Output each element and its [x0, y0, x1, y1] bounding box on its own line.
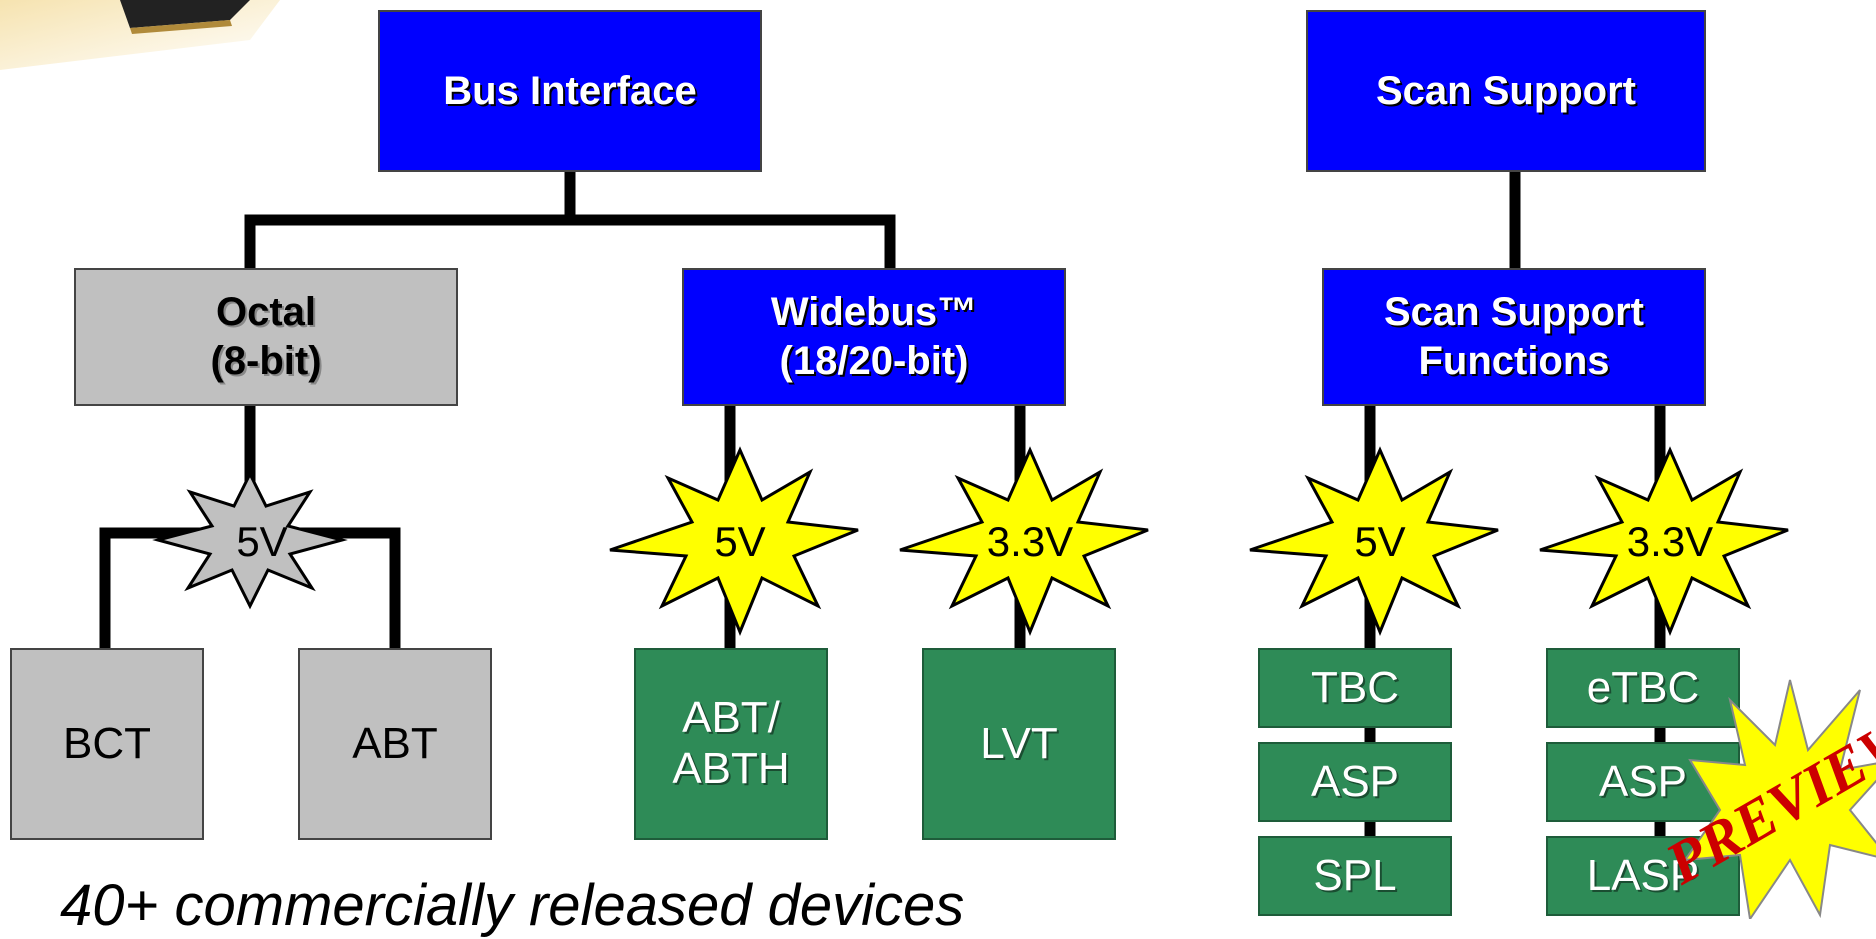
- scan-support-functions-box: Scan Support Functions: [1322, 268, 1706, 406]
- burst-widebus-5v: 5V: [609, 446, 859, 636]
- chip-image: [0, 0, 280, 70]
- device-lvt: LVT: [922, 648, 1116, 840]
- widebus-box: Widebus™ (18/20-bit): [682, 268, 1066, 406]
- burst-scan-33v-label: 3.3V: [1627, 518, 1713, 565]
- device-abt-abth: ABT/ ABTH: [634, 648, 828, 840]
- scan-device-tbc: TBC: [1258, 648, 1452, 728]
- scan-device-spl: SPL: [1258, 836, 1452, 916]
- device-bct: BCT: [10, 648, 204, 840]
- burst-widebus-5v-label: 5V: [714, 518, 765, 565]
- burst-scan-5v: 5V: [1249, 446, 1499, 636]
- preview-watermark: PREVIEW: [1654, 679, 1876, 919]
- scan-device-lasp: LASP: [1546, 836, 1740, 916]
- scan-device-asp: ASP: [1258, 742, 1452, 822]
- scan-device-etbc: eTBC: [1546, 648, 1740, 728]
- octal-box: Octal (8-bit): [74, 268, 458, 406]
- burst-widebus-33v-label: 3.3V: [987, 518, 1073, 565]
- voltage-bursts: 5V 5V 3.3V 5V 3.3V: [152, 446, 1789, 636]
- burst-scan-5v-label: 5V: [1354, 518, 1405, 565]
- burst-octal-5v: 5V: [152, 470, 348, 610]
- burst-octal-label: 5V: [236, 518, 287, 565]
- bus-interface-box: Bus Interface: [378, 10, 762, 172]
- burst-scan-33v: 3.3V: [1539, 446, 1789, 636]
- scan-support-box: Scan Support: [1306, 10, 1706, 172]
- burst-widebus-33v: 3.3V: [899, 446, 1149, 636]
- device-abt: ABT: [298, 648, 492, 840]
